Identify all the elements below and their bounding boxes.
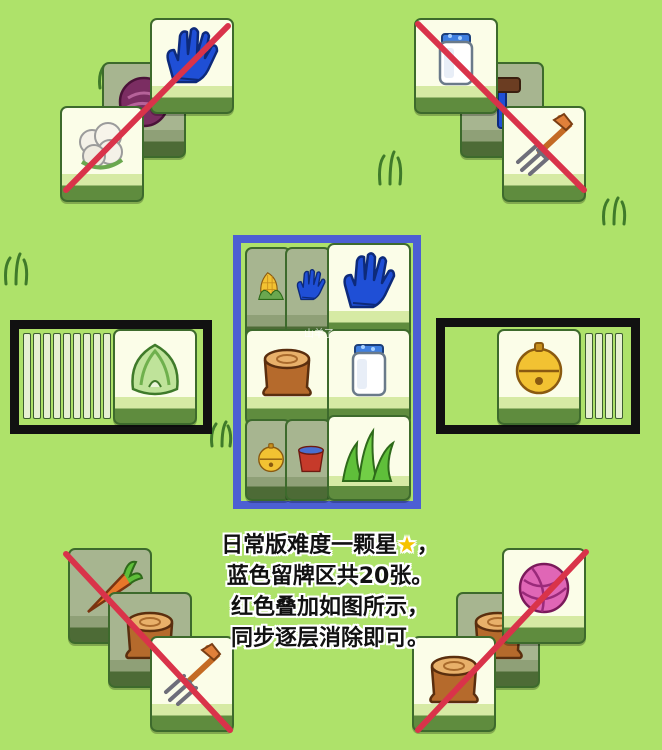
caption-line-1: 日常版难度一颗星★， (221, 533, 439, 558)
tile[interactable] (327, 329, 411, 425)
stacked-tile-edge (43, 333, 51, 419)
caption-line-4: 同步逐层消除即可。 (230, 626, 429, 651)
stacked-tile-edge (33, 333, 41, 419)
stacked-tile-edge (595, 333, 603, 419)
left-stack-area (10, 320, 212, 434)
glove-icon (156, 24, 228, 88)
tile[interactable] (497, 329, 581, 425)
grass-decoration-icon (378, 150, 403, 186)
instruction-caption: 日常版难度一颗星★， 蓝色留牌区共20张。 红色叠加如图所示， 同步逐层消除即可… (150, 530, 510, 654)
stacked-tile-edge (53, 333, 61, 419)
tile[interactable] (502, 106, 586, 202)
tile[interactable] (502, 548, 586, 644)
tile[interactable] (245, 329, 329, 425)
tile[interactable] (113, 329, 197, 425)
yarn-ball-icon (508, 554, 580, 618)
stacked-tile-edge (615, 333, 623, 419)
napa-cabbage-icon (119, 335, 191, 399)
tree-stump-icon (251, 335, 323, 399)
milk-bottle-icon (420, 24, 492, 88)
stacked-tile-edge (73, 333, 81, 419)
tile[interactable] (150, 18, 234, 114)
tile[interactable] (327, 243, 411, 339)
stacked-tile-edge (93, 333, 101, 419)
stacked-tile-edge (585, 333, 593, 419)
grass-icon (333, 421, 405, 485)
grass-decoration-icon (4, 252, 29, 286)
caption-line-2: 蓝色留牌区共20张。 (226, 564, 434, 589)
tile[interactable] (60, 106, 144, 202)
glove-icon (291, 253, 331, 317)
glove-icon (333, 249, 405, 313)
bucket-icon (291, 425, 331, 489)
bell-icon (503, 335, 575, 399)
stacked-tile-edge (103, 333, 111, 419)
tile[interactable] (414, 18, 498, 114)
milk-bottle-icon (333, 335, 405, 399)
tile[interactable] (285, 419, 331, 501)
pitchfork-icon (508, 112, 580, 176)
caption-line-3: 红色叠加如图所示， (230, 595, 429, 620)
star-icon: ★ (397, 533, 417, 558)
tile[interactable] (327, 415, 411, 501)
cauliflower-icon (66, 112, 138, 176)
stacked-tile-edge (23, 333, 31, 419)
watermark: 山羊了 (304, 329, 334, 340)
stacked-tile-edge (83, 333, 91, 419)
grass-decoration-icon (210, 420, 233, 448)
right-stack-area (436, 318, 640, 434)
stacked-tile-edge (605, 333, 613, 419)
blue-holding-area (233, 235, 421, 509)
stacked-tile-edge (63, 333, 71, 419)
grass-decoration-icon (602, 196, 627, 226)
